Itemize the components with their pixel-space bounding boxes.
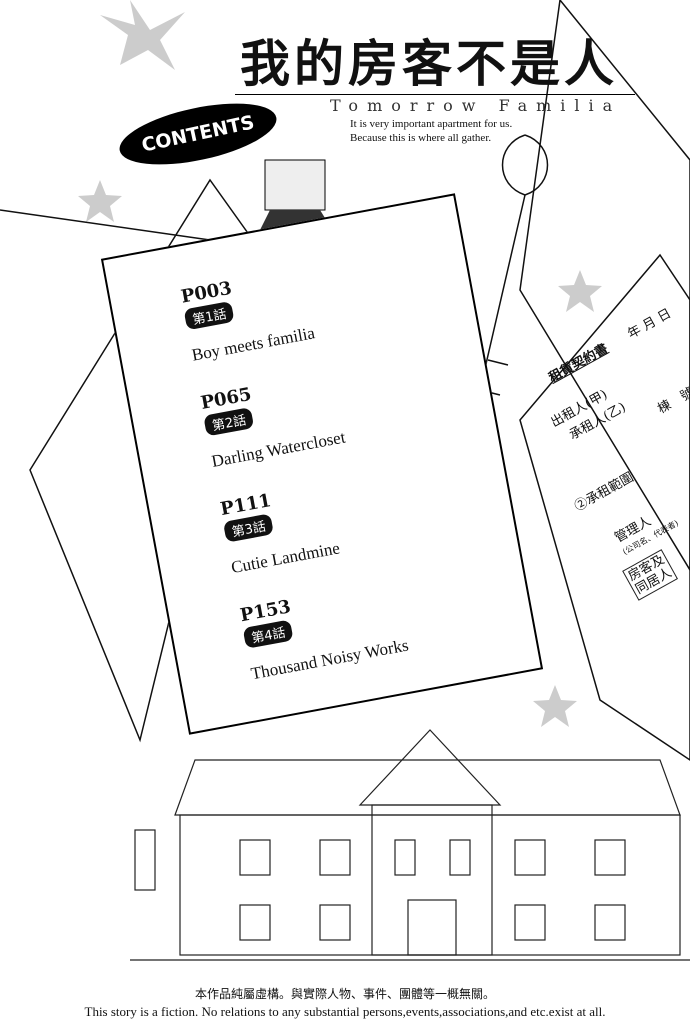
page-number: P111 <box>218 490 273 521</box>
episode-badge: 第3話 <box>222 513 275 543</box>
chapter-title: Darling Watercloset <box>209 427 347 471</box>
page-number: P153 <box>238 596 293 627</box>
episode-badge: 第4話 <box>242 619 294 649</box>
chapter-entry[interactable]: P111 第3話 Cutie Landmine <box>219 479 342 578</box>
chapter-title: Cutie Landmine <box>229 538 342 578</box>
chapter-entry[interactable]: P153 第4話 Thousand Noisy Works <box>238 576 410 684</box>
contract-paper <box>519 253 690 761</box>
page-number: P003 <box>179 277 234 308</box>
chapter-title: Boy meets familia <box>190 323 317 365</box>
episode-badge: 第1話 <box>183 300 235 331</box>
page-number: P065 <box>199 383 254 414</box>
star-icon <box>100 0 185 70</box>
back-paper-right <box>519 0 690 572</box>
star-icon <box>533 685 577 727</box>
star-icon <box>78 180 122 222</box>
building-illustration <box>130 729 690 961</box>
key-icon <box>479 134 549 396</box>
star-icons <box>78 0 602 727</box>
chapter-entry[interactable]: P003 第1話 Boy meets familia <box>179 264 316 365</box>
star-icon <box>558 270 602 312</box>
tagline-line-2: Because this is where all gather. <box>350 132 492 144</box>
manga-title: 我的房客不是人 <box>240 34 618 93</box>
disclaimer-chinese: 本作品純屬虛構。與實際人物、事件、團體等一概無關。 <box>194 987 495 1001</box>
tagline-line-1: It is very important apartment for us. <box>350 118 513 130</box>
english-title: Tomorrow Familia <box>330 96 622 115</box>
chapter-entry[interactable]: P065 第2話 Darling Watercloset <box>199 368 347 471</box>
disclaimer-english: This story is a fiction. No relations to… <box>84 1004 606 1019</box>
title-underline <box>235 94 635 95</box>
episode-badge: 第2話 <box>203 407 255 437</box>
